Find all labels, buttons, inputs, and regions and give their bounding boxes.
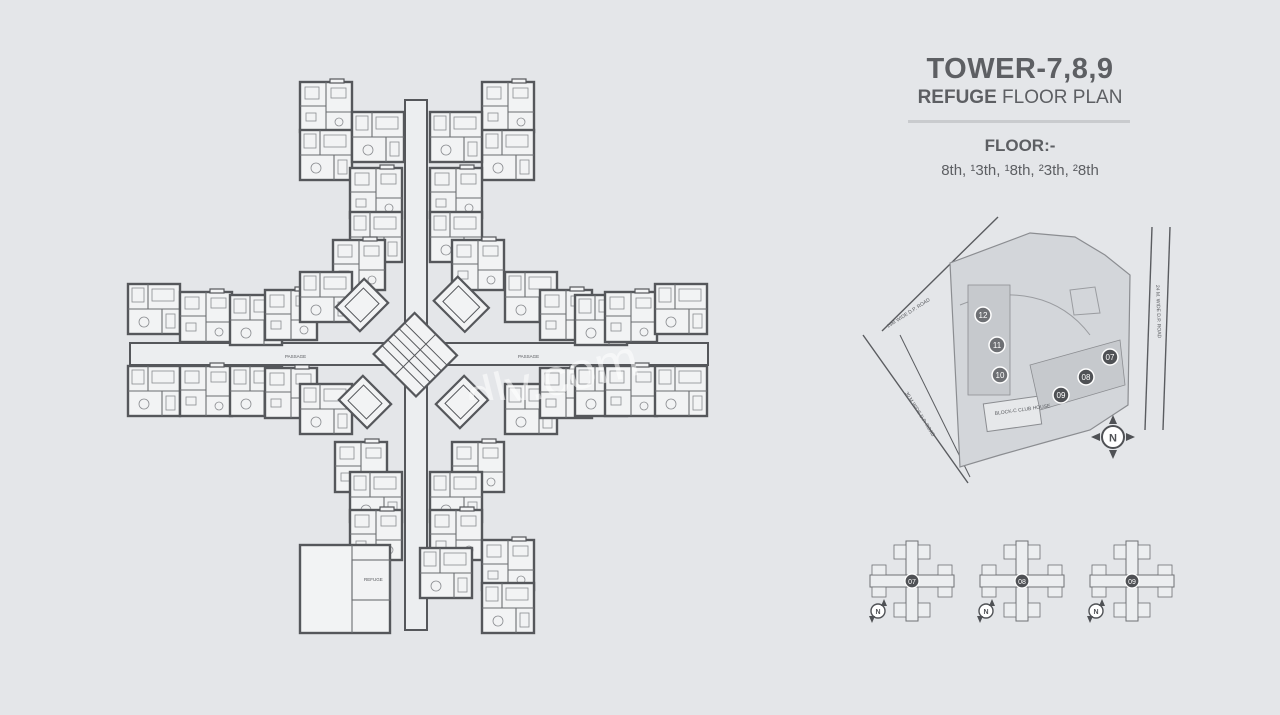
passage-label-left: PASSAGE [285,354,306,359]
title-block: TOWER-7,8,9 REFUGE FLOOR PLAN FLOOR:- 8t… [905,52,1135,181]
road-label-right: 24 M. WIDE D.P. ROAD [1154,285,1162,339]
title-divider [908,120,1130,123]
plan-subtitle-bold: REFUGE [917,87,997,108]
floor-list: 8th, ¹3th, ¹8th, ²3th, ²8th [941,162,1099,179]
site-tower-10: 10 [996,371,1005,380]
site-tower-08: 08 [1082,373,1091,382]
key-plan-08: 08 N [976,540,1065,624]
key-plan-07-north: N [875,609,880,616]
central-core [334,275,491,430]
refuge-label: REFUGE [364,577,383,582]
site-map: 12 11 10 09 08 07 15M WIDE D.P. ROAD 24 … [862,216,1171,484]
key-plan-08-label: 08 [1018,579,1026,586]
site-tower-07: 07 [1106,353,1115,362]
key-plan-07-label: 07 [908,579,916,586]
plan-subtitle-rest: FLOOR PLAN [996,87,1123,108]
key-plan-07: 07 N [868,540,955,624]
site-compass: N [1091,415,1135,459]
tower-title: TOWER-7,8,9 [926,53,1114,85]
site-compass-n: N [1109,433,1117,445]
site-tower-09: 09 [1057,391,1066,400]
refuge-area [298,543,392,635]
key-plans: 07 N 08 N 09 N [868,540,1175,624]
site-tower-11: 11 [993,341,1002,350]
key-plan-09-north: N [1093,609,1098,616]
plan-subtitle: REFUGE FLOOR PLAN [905,86,1135,110]
site-tower-12: 12 [979,311,988,320]
passage-label-right: PASSAGE [518,354,539,359]
road-label-top: 15M WIDE D.P. ROAD [886,297,932,330]
south-wing [298,437,536,635]
key-plan-08-north: N [983,609,988,616]
key-plan-09: 09 N [1086,540,1175,624]
floor-label: FLOOR:- [984,136,1056,155]
watermark: dlv.com [460,329,644,400]
key-plan-09-label: 09 [1128,579,1136,586]
watermark-text: dlv.com [460,329,644,400]
floor-plan: PASSAGE PASSAGE REFUGE [126,77,709,635]
